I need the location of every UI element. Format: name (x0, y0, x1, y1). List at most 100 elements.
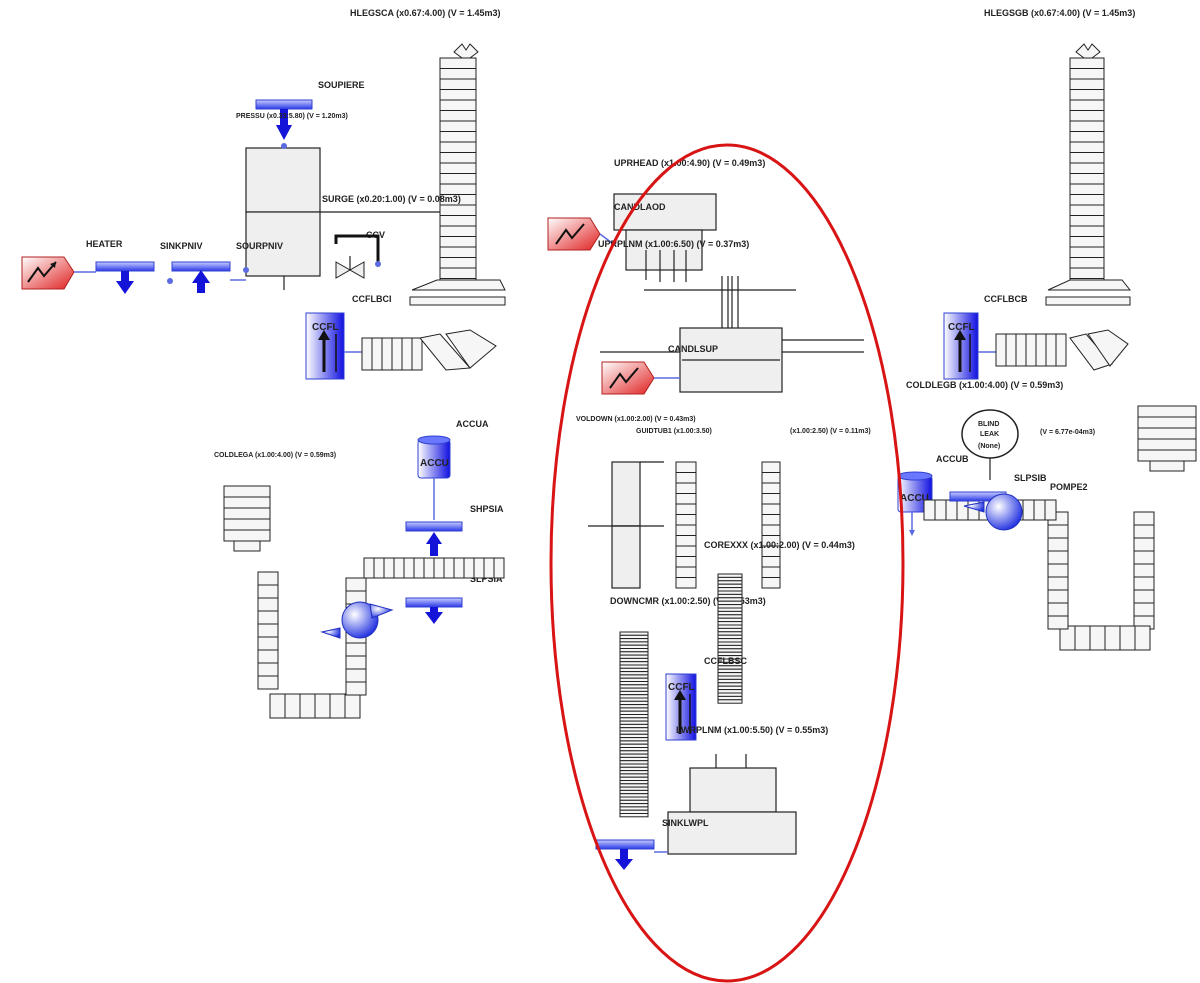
pipe-cell (257, 623, 279, 638)
ccflbsc-ccfl-icon[interactable]: CCFL (665, 673, 697, 741)
pipe-cell (439, 89, 477, 101)
candlsup-heater-icon[interactable] (601, 361, 655, 395)
pipe-cell (223, 507, 271, 520)
pipe-cell (361, 337, 373, 371)
pipe-cell (257, 571, 279, 586)
pompe2-label: POMPE2 (1050, 482, 1088, 492)
pipe-cell (761, 566, 781, 578)
pipe-cell (717, 604, 743, 609)
slpsia-source-icon[interactable] (405, 597, 463, 624)
pipe-cell (717, 644, 743, 650)
pipe-cell (411, 337, 423, 371)
shpsia-source-icon[interactable] (405, 521, 463, 556)
pipe-cell (761, 577, 781, 589)
pipe-cell (934, 499, 947, 521)
pompe1-pump-icon[interactable] (320, 601, 394, 639)
pipe-cell (675, 503, 697, 515)
corexxx-label: COREXXX (x1.00:2.00) (V = 0.44m3) (704, 540, 855, 550)
pipe-cell (717, 614, 743, 619)
downcomer-column[interactable] (619, 631, 649, 818)
pipe-cell (284, 693, 301, 719)
downcmr-vessel[interactable] (588, 461, 664, 589)
heater-sink-icon[interactable] (95, 261, 155, 294)
ccflbci-ccfl-icon[interactable]: CCFL (305, 312, 345, 380)
accub-label: ACCUB (936, 454, 969, 464)
pipe-cell (439, 236, 477, 248)
sourpniv-label: SOURPNIV (236, 241, 283, 251)
pipe-cell (675, 482, 697, 494)
pipe-cell (439, 99, 477, 111)
pipe-cell (391, 337, 403, 371)
uprplnm-vessel[interactable] (600, 327, 864, 393)
pipe-cell (1137, 416, 1197, 429)
pipe-cell (344, 693, 361, 719)
uprhead-heater-icon[interactable] (547, 217, 601, 251)
pipe-cell (717, 631, 743, 636)
pompe2-pump-icon[interactable] (963, 493, 1023, 531)
pipe-cell (717, 675, 743, 680)
heater-icon[interactable] (21, 256, 75, 290)
svg-text:CCFL: CCFL (312, 322, 339, 333)
pipe-cell (717, 573, 743, 578)
pipe-cell (923, 499, 936, 521)
sinkpniv-sink-icon[interactable] (167, 261, 231, 293)
pipe-cell (675, 472, 697, 484)
pipe-cell (1015, 333, 1027, 367)
guidtub1-column[interactable] (675, 461, 697, 589)
pipe-cell (1069, 99, 1105, 111)
pipe-cell (443, 557, 455, 579)
pipe-cell (439, 215, 477, 227)
pipe-cell (717, 692, 743, 697)
pipe-cell (345, 655, 367, 670)
pipe-cell (233, 540, 261, 552)
hlegsgb-hot-leg[interactable] (1069, 57, 1105, 290)
surge-label: SURGE (x0.20:1.00) (V = 0.08m3) (322, 194, 461, 204)
pipe-cell (1069, 89, 1105, 101)
soupiere-source[interactable] (255, 99, 313, 149)
pipe-cell (345, 577, 367, 592)
hlegsgb-outlet-pipe[interactable] (995, 333, 1067, 367)
candlsup-label: CANDLSUP (668, 344, 718, 354)
pipe-cell (1069, 141, 1105, 153)
svg-text:CCFL: CCFL (668, 682, 695, 693)
pipe-cell (257, 636, 279, 651)
pipe-cell (439, 78, 477, 90)
pipe-cell (675, 556, 697, 568)
pipe-cell (1069, 68, 1105, 80)
pipe-cell (1005, 333, 1017, 367)
pipe-cell (717, 600, 743, 606)
coldlega-pipe[interactable] (223, 485, 505, 719)
accua-accumulator-icon[interactable]: ACCU (417, 435, 451, 479)
pipe-cell (717, 583, 743, 589)
pipe-cell (257, 597, 279, 612)
pipe-cell (439, 246, 477, 258)
pipe-cell (675, 577, 697, 589)
blind-leak-icon[interactable]: BLIND LEAK (None) (961, 409, 1019, 480)
pipe-cell (717, 590, 743, 595)
core-column[interactable] (717, 573, 743, 704)
pipe-cell (257, 649, 279, 664)
pipe-cell (675, 461, 697, 473)
pipe-cell (717, 695, 743, 701)
pipe-cell (717, 641, 743, 646)
pipe-cell (1069, 173, 1105, 185)
svg-text:BLIND: BLIND (978, 421, 999, 428)
ccflbcb-ccfl-icon[interactable]: CCFL (943, 312, 979, 380)
pipe-cell (1069, 194, 1105, 206)
pipe-cell (1133, 511, 1155, 526)
guidtub2-column[interactable] (761, 461, 781, 589)
lwrplnm-vessel[interactable] (667, 754, 797, 855)
pipe-cell (675, 545, 697, 557)
heater-label: HEATER (86, 239, 123, 249)
ccv-valve-icon[interactable] (334, 234, 381, 279)
hlegsca-label: HLEGSCA (x0.67:4.00) (V = 1.45m3) (350, 8, 500, 18)
pipe-cell (299, 693, 316, 719)
pressurizer-vessel[interactable] (245, 147, 321, 290)
pipe-cell (423, 557, 435, 579)
hlegsca-outlet-pipe[interactable] (361, 337, 423, 371)
pipe-cell (1044, 499, 1057, 521)
ccflbci-label: CCFLBCI (352, 294, 392, 304)
pipe-cell (383, 557, 395, 579)
hlegsca-hot-leg[interactable] (409, 43, 506, 306)
pipe-cell (1069, 236, 1105, 248)
